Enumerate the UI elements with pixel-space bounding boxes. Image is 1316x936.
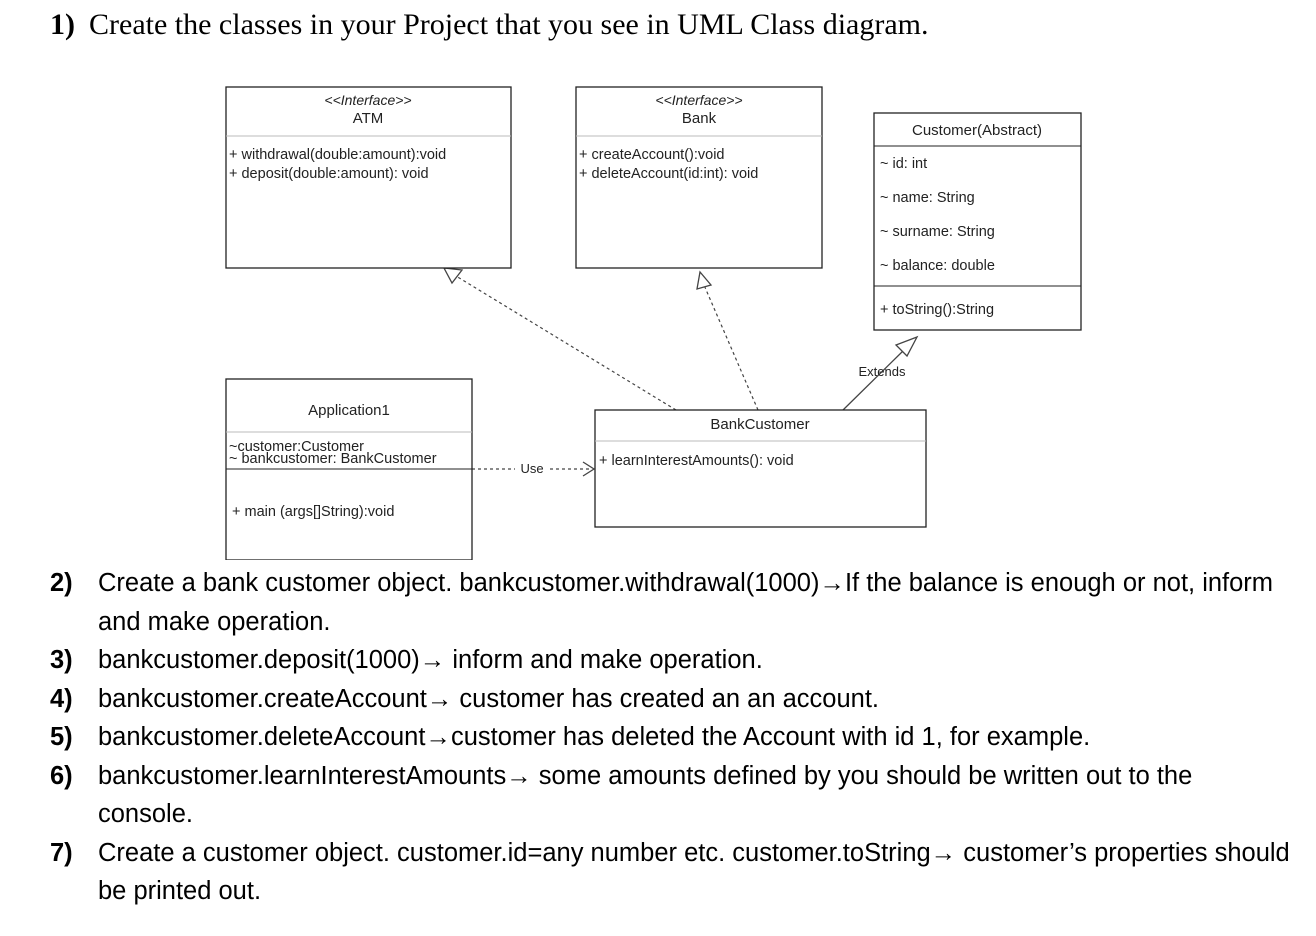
task-number: 5) — [50, 723, 73, 751]
task-item: 3) bankcustomer.deposit(1000)→ inform and… — [50, 641, 1290, 680]
application1-class-name: Application1 — [308, 402, 390, 419]
bankcustomer-implements-atm-line — [455, 275, 677, 411]
task-item: 2) Create a bank customer object. bankcus… — [50, 564, 1290, 641]
bankcustomer-class-box: BankCustomer + learnInterestAmounts(): v… — [594, 409, 927, 528]
task-text: bankcustomer.deposit(1000)→ inform and m… — [98, 646, 763, 674]
use-arrowhead — [582, 461, 596, 477]
bank-method: + createAccount():void — [579, 147, 724, 163]
bankcustomer-implements-bank-line — [703, 284, 759, 411]
bankcustomer-extends-customer-line — [842, 349, 905, 411]
extends-label: Extends — [859, 364, 906, 379]
customer-attribute: ~ balance: double — [880, 258, 995, 274]
task-text: Create a customer object. customer.id=an… — [98, 838, 1290, 906]
bank-stereotype: <<Interface>> — [655, 92, 742, 108]
customer-attribute: ~ surname: String — [880, 224, 995, 240]
atm-interface-box: <<Interface>> ATM + withdrawal(double:am… — [225, 86, 512, 269]
use-label: Use — [520, 461, 543, 476]
task-number: 3) — [50, 646, 73, 674]
bank-realization-arrowhead — [696, 270, 713, 290]
customer-attribute: ~ id: int — [880, 156, 927, 172]
task-number: 6) — [50, 761, 73, 790]
task-list: 2) Create a bank customer object. bankcus… — [50, 564, 1290, 911]
task-item: 6) bankcustomer.learnInterestAmounts→ som… — [50, 757, 1290, 834]
atm-method: + deposit(double:amount): void — [229, 166, 429, 182]
application1-attribute: ~customer:Customer — [229, 439, 364, 455]
customer-attribute: ~ name: String — [880, 190, 975, 206]
atm-stereotype: <<Interface>> — [324, 92, 411, 108]
bankcustomer-method: + learnInterestAmounts(): void — [599, 453, 794, 469]
task-item: 7) Create a customer object. customer.id=… — [50, 834, 1290, 911]
bankcustomer-class-name: BankCustomer — [710, 416, 809, 433]
bank-class-name: Bank — [682, 110, 717, 127]
relationships: Use Extends — [442, 267, 919, 477]
customer-method: + toString():String — [880, 302, 994, 318]
application1-attribute: ~ bankcustomer: BankCustomer — [229, 451, 437, 467]
atm-method: + withdrawal(double:amount):void — [229, 147, 446, 163]
task-number: 4) — [50, 684, 73, 713]
task-text: Create a bank customer object. bankcusto… — [98, 569, 1274, 636]
application1-method: + main (args[]String):void — [232, 504, 394, 520]
bank-interface-box: <<Interface>> Bank + createAccount():voi… — [575, 86, 823, 269]
uml-class-diagram: Use Extends <<Interface>> ATM + withdraw… — [225, 86, 1082, 560]
customer-generalization-arrowhead — [894, 335, 919, 358]
question-text: Create the classes in your Project that … — [89, 8, 929, 41]
task-text: bankcustomer.deleteAccount→customer has … — [98, 723, 1091, 751]
task-item: 5) bankcustomer.deleteAccount→customer ha… — [50, 718, 1290, 757]
task-number: 7) — [50, 838, 73, 867]
question-number: 1) — [50, 8, 75, 41]
task-text: bankcustomer.learnInterestAmounts→ some … — [98, 761, 1193, 829]
task-number: 2) — [50, 569, 73, 597]
application1-class-box: Application1 ~customer:Customer ~ bankcu… — [225, 378, 473, 560]
customer-class-box: Customer(Abstract) ~ id: int ~ name: Str… — [873, 112, 1082, 331]
atm-realization-arrowhead — [442, 267, 464, 285]
task-item: 4) bankcustomer.createAccount→ customer h… — [50, 680, 1290, 719]
customer-class-name: Customer(Abstract) — [912, 122, 1042, 139]
task-text: bankcustomer.createAccount→ customer has… — [98, 684, 880, 713]
atm-class-name: ATM — [353, 110, 384, 127]
bank-method: + deleteAccount(id:int): void — [579, 166, 758, 182]
question-1-heading: 1) Create the classes in your Project tha… — [50, 8, 929, 42]
